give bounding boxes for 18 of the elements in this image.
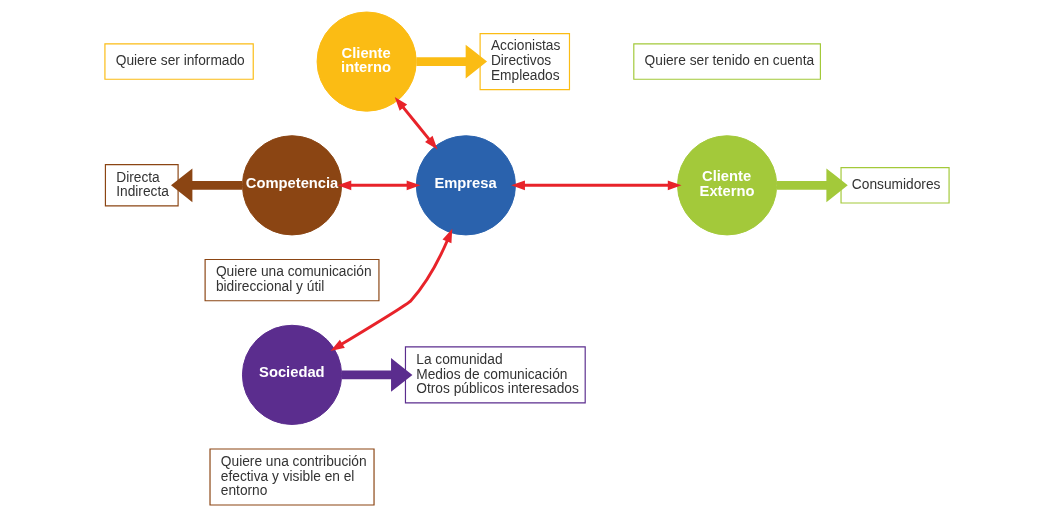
node-box: La comunidad Medios de comunicación Otros públicos interesados: [404, 346, 586, 404]
arrow: [171, 168, 243, 203]
arrow: [416, 44, 488, 79]
node-box: Quiere una contribución efectiva y visible en el entorno: [209, 448, 375, 506]
node-circle: Cliente Externo: [677, 135, 778, 236]
arrow: [330, 228, 453, 351]
arrow: [511, 180, 682, 191]
arrow: [341, 358, 413, 392]
node-circle: Competencia: [241, 135, 343, 236]
node-box: Directa Indirecta: [104, 164, 179, 207]
node-box: Quiere ser tenido en cuenta: [633, 43, 821, 80]
node-box: Accionistas Directivos Empleados: [479, 33, 571, 91]
node-box: Quiere una comunicación bidireccional y útil: [204, 258, 380, 302]
node-box: Quiere ser informado: [104, 43, 254, 80]
arrow: [776, 168, 848, 203]
node-box: Consumidores: [840, 167, 950, 204]
arrow: [337, 180, 421, 191]
arrow: [394, 96, 438, 150]
